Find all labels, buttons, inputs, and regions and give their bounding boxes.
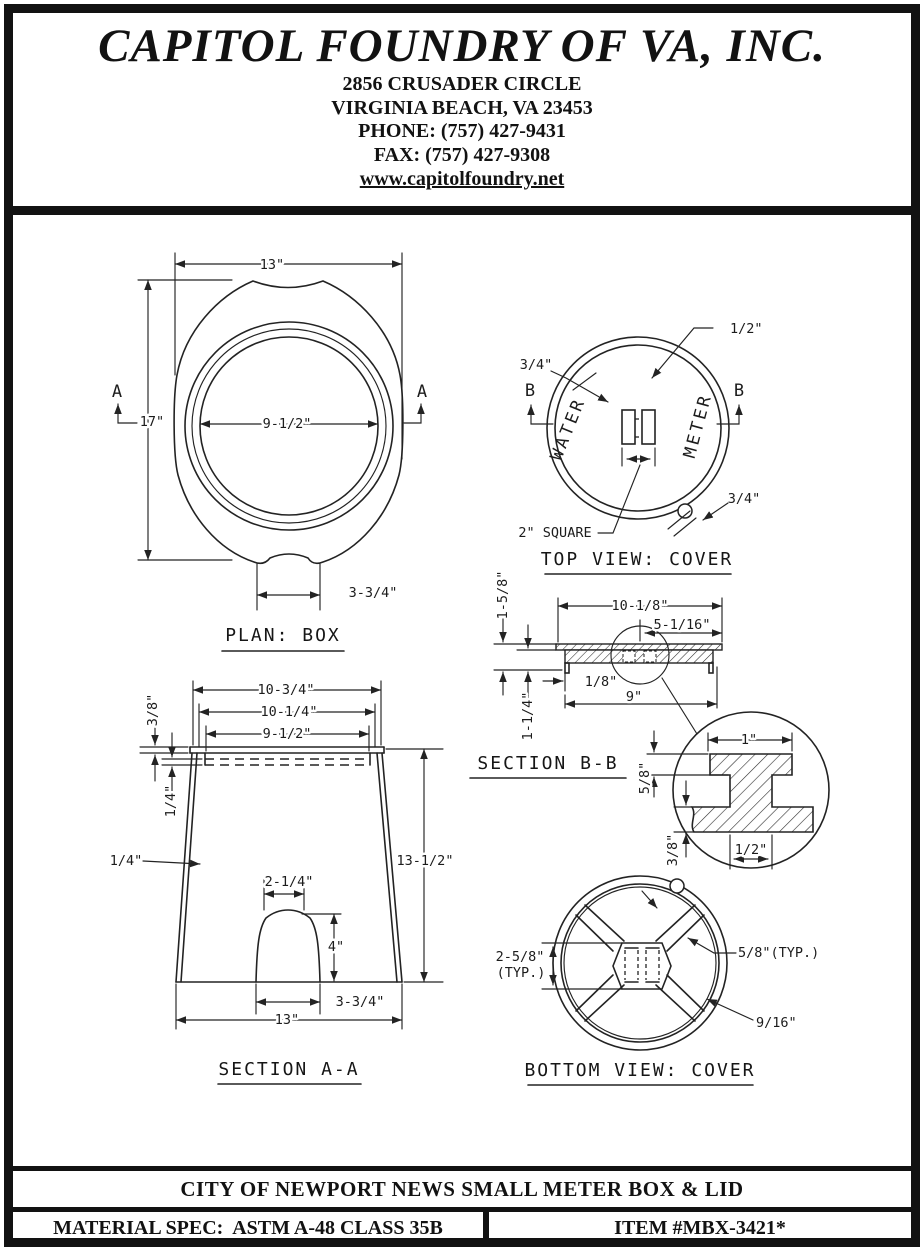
section-bb-view: 10-1/8" 5-1/16" 1-5/8" 1-1/4" 1/8" 9" — [469, 568, 723, 779]
dim-aa-arch-w: 2-1/4" — [265, 874, 314, 890]
section-bb-title: SECTION B-B — [477, 753, 618, 774]
dim-detail-top: 1" — [741, 732, 757, 748]
dim-plan-height: 17" — [140, 414, 164, 430]
dim-bottom-ring: 9/16" — [756, 1015, 797, 1031]
dim-aa-top-inner: 9-1/2" — [263, 726, 312, 742]
section-marker-b-left: B — [525, 381, 535, 401]
material-spec: MATERIAL SPEC: ASTM A-48 CLASS 35B — [13, 1212, 489, 1238]
dim-aa-top-outer: 10-3/4" — [258, 682, 315, 698]
label-square: 2" SQUARE — [518, 525, 591, 541]
dim-aa-arch-h: 4" — [328, 939, 344, 955]
drawing-area: 13" 17" 9-1/2" 3-3/4" A A PLAN: BOX — [13, 215, 911, 1166]
dim-aa-lip: 3/8" — [145, 694, 161, 727]
item-number: ITEM #MBX-3421* — [614, 1217, 786, 1239]
section-aa-view: 10-3/4" 10-1/4" 9-1/2" 3/8" 1/4" 1/4" — [107, 680, 456, 1085]
dim-plan-notch: 3-3/4" — [349, 585, 398, 601]
dim-aa-height: 13-1/2" — [397, 853, 454, 869]
dim-detail-flange: 3/8" — [665, 834, 681, 867]
fax-number: FAX: (757) 427-9308 — [373, 143, 551, 166]
bottom-cover-title: BOTTOM VIEW: COVER — [524, 1060, 755, 1081]
dim-bb-total-h: 1-5/8" — [495, 571, 511, 620]
top-cover-title: TOP VIEW: COVER — [541, 549, 734, 570]
dim-cover-rim: 1/2" — [730, 321, 763, 337]
address-line-2: VIRGINIA BEACH, VA 23453 — [331, 96, 593, 119]
section-marker-a-left: A — [112, 382, 122, 402]
dim-detail-bottom: 1/2" — [735, 842, 768, 858]
section-aa-title: SECTION A-A — [218, 1059, 359, 1080]
dim-cover-edge: 3/4" — [520, 357, 553, 373]
dim-bb-overall: 10-1/8" — [612, 598, 669, 614]
cast-text-water: WATER — [547, 395, 590, 464]
dim-plan-inner-dia: 9-1/2" — [263, 416, 312, 432]
dim-bb-skirt-h: 1-1/4" — [520, 692, 536, 741]
dim-bb-inner: 9" — [626, 689, 642, 705]
bottom-view-cover: 2-5/8" (TYP.) 5/8"(TYP.) 9/16" BOTTOM VI… — [493, 875, 822, 1086]
address-line-1: 2856 CRUSADER CIRCLE — [342, 73, 582, 95]
dim-aa-wall: 1/4" — [110, 853, 143, 869]
title-block-header: CAPITOL FOUNDRY OF VA, INC. 2856 CRUSADE… — [13, 19, 911, 215]
top-view-cover: WATER METER 2" SQUARE 1/2" 3/4" 3/4" — [516, 319, 765, 575]
dim-aa-base: 13" — [275, 1012, 299, 1028]
dim-aa-arch-base: 3-3/4" — [336, 994, 385, 1010]
section-marker-a-right: A — [417, 382, 427, 402]
cast-text-meter: METER — [680, 391, 716, 460]
plan-box-view: 13" 17" 9-1/2" 3-3/4" A A PLAN: BOX — [109, 252, 430, 652]
website-link[interactable]: www.capitolfoundry.net — [359, 168, 565, 190]
dim-cover-notch: 3/4" — [728, 491, 761, 507]
drawing-title: CITY OF NEWPORT NEWS SMALL METER BOX & L… — [13, 1166, 911, 1207]
title-block-row: MATERIAL SPEC: ASTM A-48 CLASS 35B ITEM … — [13, 1207, 911, 1239]
drawing-sheet: CAPITOL FOUNDRY OF VA, INC. 2856 CRUSADE… — [4, 4, 920, 1247]
dim-bb-half: 5-1/16" — [654, 617, 711, 633]
company-name: CAPITOL FOUNDRY OF VA, INC. — [98, 20, 826, 72]
dim-bottom-boss-typ: (TYP.) — [497, 965, 546, 981]
plan-box-title: PLAN: BOX — [225, 625, 341, 646]
phone-number: PHONE: (757) 427-9431 — [358, 120, 566, 142]
rib-detail-view: 1" 5/8" 3/8" 1/2" — [635, 711, 830, 870]
section-marker-b-right: B — [734, 381, 744, 401]
dim-detail-depth: 5/8" — [637, 762, 653, 795]
dim-bottom-rib: 5/8"(TYP.) — [738, 945, 819, 961]
dim-bottom-boss: 2-5/8" — [496, 949, 545, 965]
dim-bb-lip: 1/8" — [585, 674, 618, 690]
dim-plan-width: 13" — [260, 257, 284, 273]
dim-aa-seat: 1/4" — [163, 785, 179, 818]
dim-aa-top-mid: 10-1/4" — [261, 704, 318, 720]
